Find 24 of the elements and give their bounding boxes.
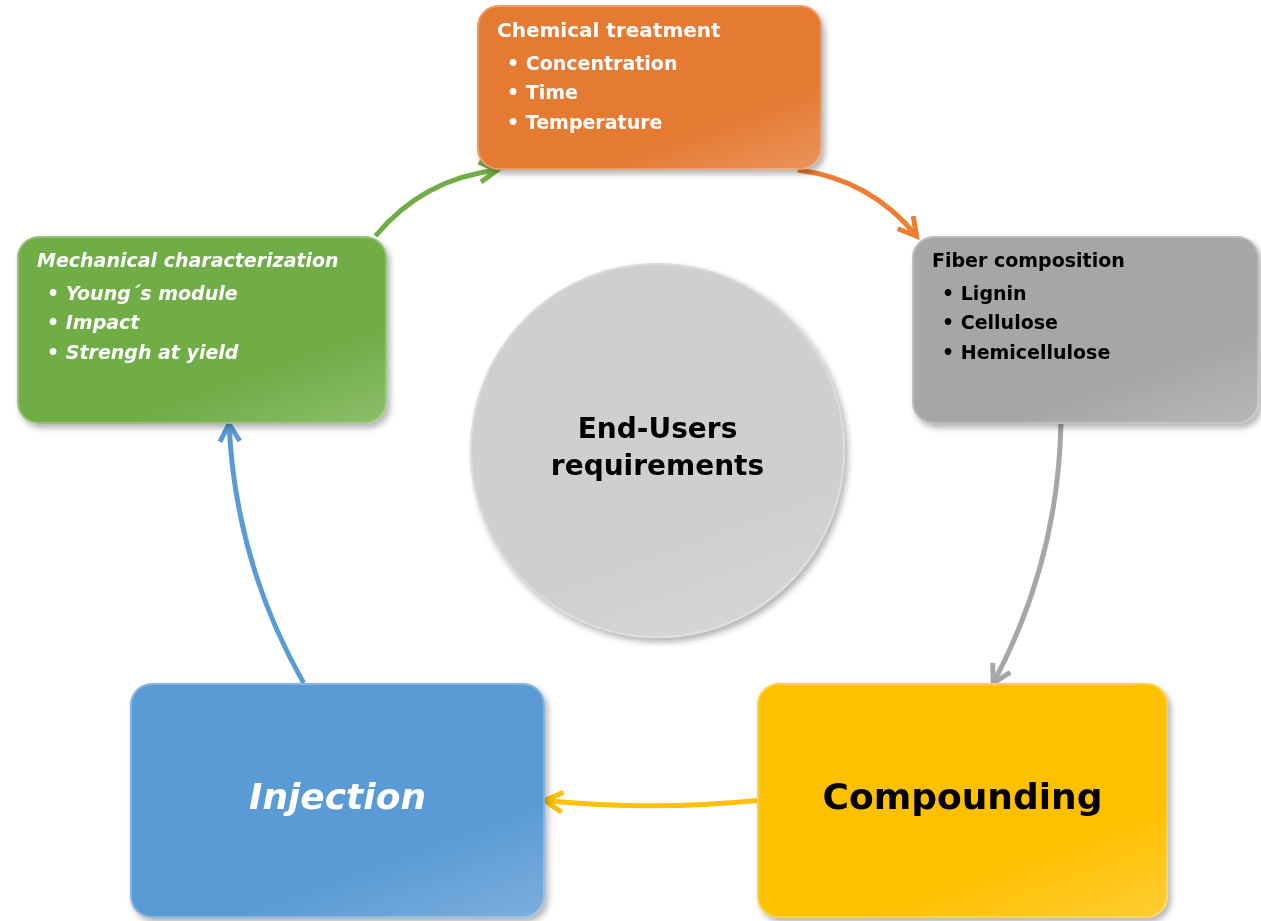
- process-box: [912, 236, 1259, 424]
- list-item: • Impact: [46, 310, 140, 336]
- list-item: • Hemicellulose: [941, 339, 1111, 365]
- list-item: • Time: [506, 80, 578, 106]
- list-item: • Temperature: [506, 109, 663, 135]
- process-box: [477, 5, 822, 170]
- list-item: • Strengh at yield: [46, 339, 239, 365]
- list-item: • Lignin: [941, 280, 1027, 306]
- curved-arrow: [989, 423, 1064, 686]
- box-title: Mechanical characterization: [37, 248, 339, 273]
- curved-arrow: [797, 167, 919, 239]
- process-box: [757, 683, 1168, 918]
- list-item: • Young´s module: [46, 280, 238, 306]
- box-title: End-Users requirements: [549, 411, 766, 484]
- box-title: Chemical treatment: [497, 17, 721, 43]
- list-item: • Concentration: [506, 51, 678, 76]
- process-box: [130, 683, 545, 918]
- curved-arrow: [217, 421, 306, 685]
- box-title: Fiber composition: [932, 248, 1125, 273]
- box-title: Compounding: [822, 775, 1103, 820]
- curved-arrow: [373, 160, 500, 238]
- process-box: [17, 236, 387, 424]
- list-item: • Cellulose: [941, 310, 1058, 336]
- box-title: Injection: [249, 775, 426, 820]
